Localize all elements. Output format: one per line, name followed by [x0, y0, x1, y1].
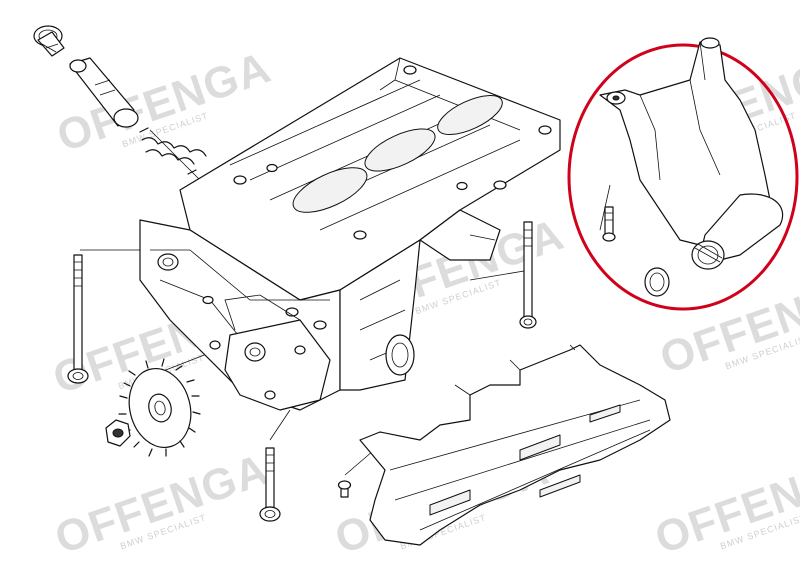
relief-valve-plug: [33, 25, 65, 57]
baffle-screw: [337, 480, 352, 498]
oil-pump-housing: [139, 57, 561, 411]
oil-pickup-tube-highlight: [567, 37, 799, 311]
drive-sprocket: [118, 358, 201, 457]
mounting-bolt-left: [67, 254, 89, 384]
oil-baffle-plate: [359, 344, 671, 546]
sprocket-nut: [105, 419, 131, 447]
mounting-bolt-right: [519, 221, 537, 329]
relief-valve-spring: [139, 127, 207, 175]
relief-valve-piston: [69, 57, 139, 128]
mounting-bolt-bottom: [259, 447, 281, 522]
highlight-circle: [567, 43, 799, 311]
